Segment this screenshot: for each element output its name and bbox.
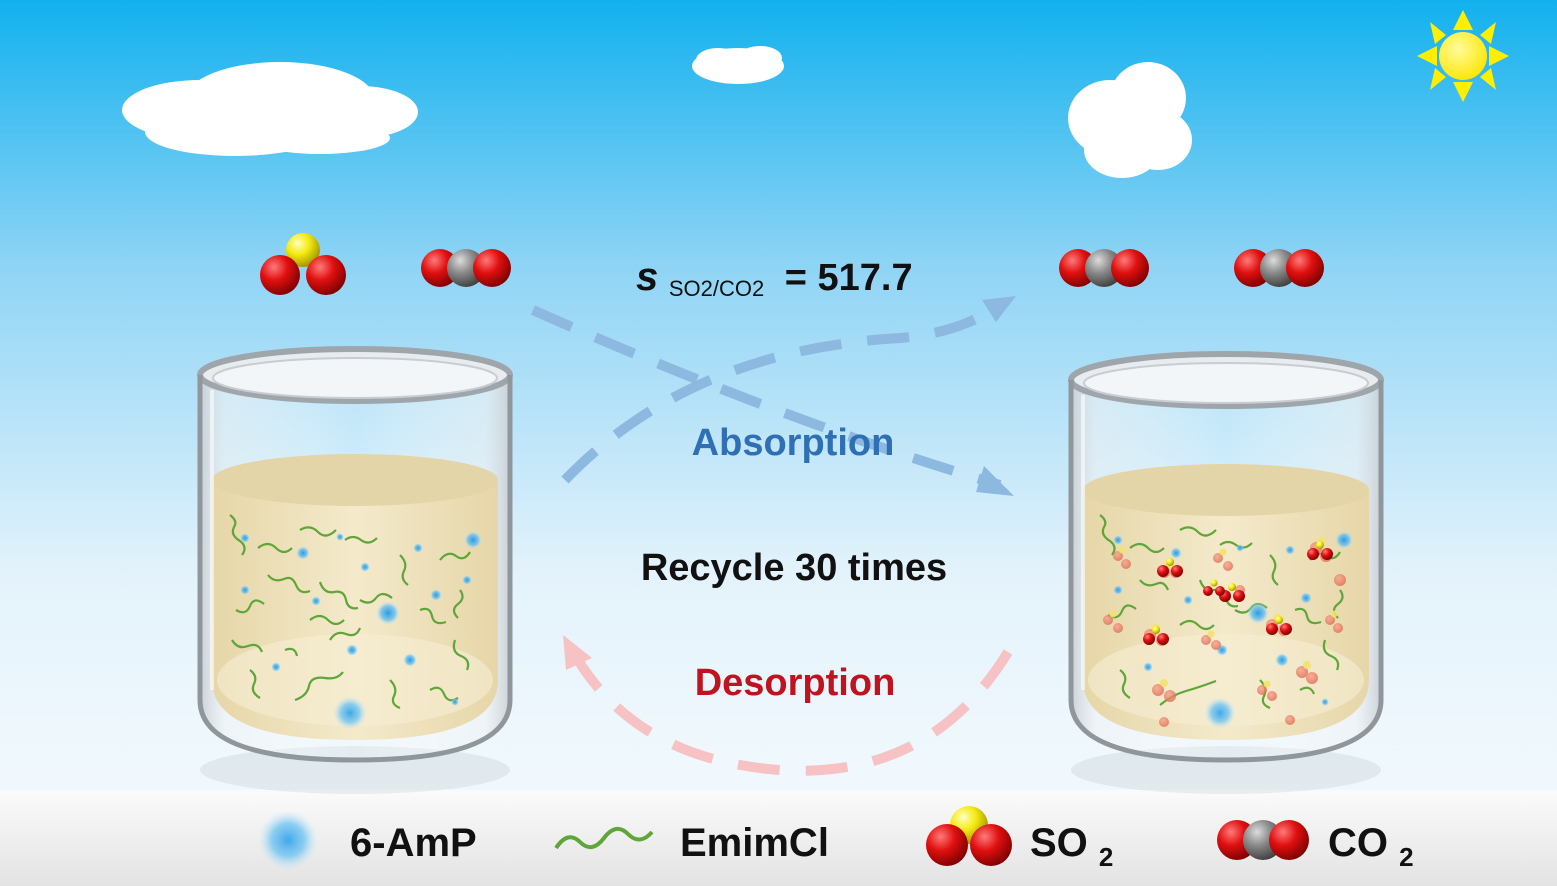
legend-amp-label: 6-AmP	[350, 821, 477, 865]
legend-co2-sub: 2	[1399, 842, 1413, 872]
emimcl-legend-icon	[554, 826, 654, 850]
legend-emimcl-label: EmimCl	[680, 821, 829, 865]
recycle-label: Recycle 30 times	[641, 547, 947, 589]
so2-molecule-icon	[1307, 541, 1333, 560]
so2-molecule-icon	[1143, 626, 1169, 645]
beaker-after	[1068, 351, 1384, 794]
beaker-before	[197, 346, 513, 794]
so2-legend-icon	[926, 806, 1012, 866]
desorption-arrow-icon	[573, 649, 1013, 776]
co2-molecule-icon	[421, 249, 511, 287]
legend-so2-base: SO	[1030, 821, 1088, 865]
cloud-small	[692, 46, 784, 84]
legend: 6-AmP EmimCl SO 2 CO 2	[258, 806, 1414, 872]
legend-so2-sub: 2	[1099, 842, 1113, 872]
absorption-arrowheads	[976, 296, 1016, 496]
so2-molecule-icon	[1203, 579, 1225, 596]
co2-molecule-icon	[1234, 249, 1324, 287]
co2-legend-icon	[1217, 820, 1309, 860]
co2-molecule-icon	[1059, 249, 1149, 287]
so2-molecule-icon	[1157, 558, 1183, 577]
so2-molecule-icon	[260, 233, 346, 295]
absorption-arrow-icon	[530, 300, 1003, 490]
so2-molecule-icon	[1266, 616, 1292, 635]
amp-legend-icon	[258, 810, 318, 870]
legend-co2-base: CO	[1328, 821, 1388, 865]
selectivity-subscript: SO2/CO2	[669, 276, 764, 301]
desorption-label: Desorption	[695, 662, 896, 704]
legend-so2-label: SO 2	[1030, 821, 1113, 872]
sun-icon	[1417, 10, 1509, 102]
cloud-large	[122, 62, 418, 156]
cloud-medium	[1068, 62, 1192, 178]
desorption-arrowhead	[563, 635, 592, 670]
selectivity-value: = 517.7	[785, 257, 913, 299]
selectivity-label: s SO2/CO2 = 517.7	[636, 255, 913, 305]
absorption-label: Absorption	[692, 422, 895, 464]
selectivity-symbol: s	[636, 255, 658, 299]
legend-co2-label: CO 2	[1328, 821, 1414, 872]
